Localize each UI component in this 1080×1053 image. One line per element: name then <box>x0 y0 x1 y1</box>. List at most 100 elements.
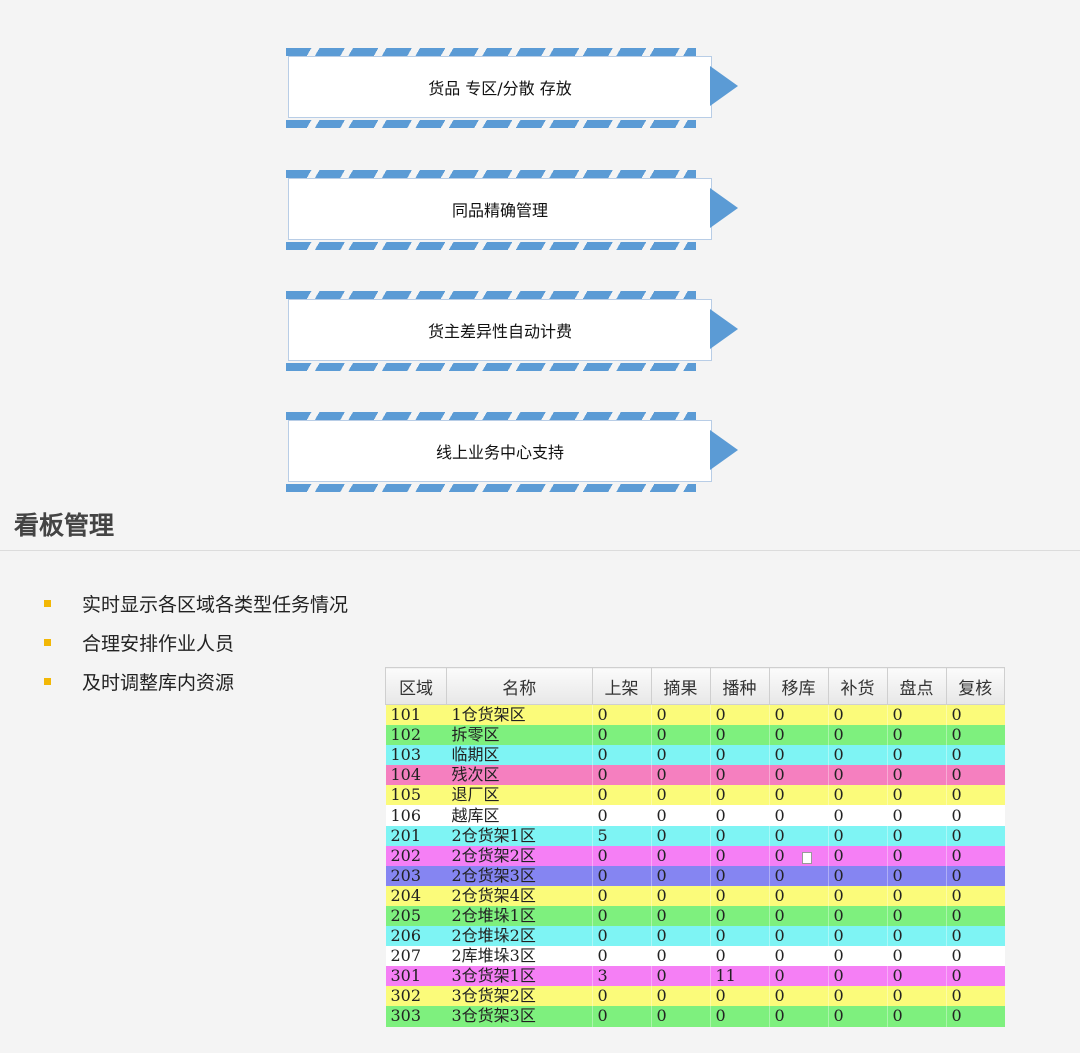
bullet-list: 实时显示各区域各类型任务情况 合理安排作业人员 及时调整库内资源 <box>44 584 348 701</box>
stripe-decoration <box>286 48 696 56</box>
table-cell: 0 <box>945 745 1005 766</box>
table-cell: 103 <box>390 745 422 765</box>
table-header-row: 区域 名称 上架 摘果 播种 移库 补货 盘点 复核 <box>385 667 1005 705</box>
table-cell: 2仓货架3区 <box>451 865 536 885</box>
table-cell: 301 <box>390 966 422 986</box>
column-header[interactable]: 名称 <box>446 667 593 705</box>
table-cell: 3仓货架3区 <box>451 1006 536 1026</box>
table-cell: 0 <box>945 765 1005 786</box>
column-header[interactable]: 区域 <box>385 667 447 705</box>
table-cell: 0 <box>768 725 828 746</box>
column-header[interactable]: 补货 <box>827 667 888 705</box>
table-cell: 0 <box>650 885 710 906</box>
table-cell: 0 <box>945 845 1005 866</box>
bullet-square-icon <box>44 639 51 646</box>
feature-box: 同品精确管理 <box>288 178 712 240</box>
table-cell: 0 <box>945 1006 1005 1027</box>
column-header[interactable]: 复核 <box>945 667 1005 705</box>
table-cell: 0 <box>768 926 828 947</box>
arrow-right-icon <box>710 309 738 349</box>
table-cell: 205 <box>390 905 422 925</box>
table-cell: 0 <box>709 926 769 947</box>
stripe-decoration <box>286 412 696 420</box>
table-cell: 0 <box>886 966 946 987</box>
table-cell: 0 <box>886 805 946 826</box>
table-cell: 拆零区 <box>451 725 500 745</box>
table-cell: 0 <box>945 986 1005 1007</box>
table-cell: 0 <box>591 785 651 806</box>
table-cell: 0 <box>827 926 887 947</box>
column-header[interactable]: 播种 <box>709 667 770 705</box>
table-cell: 0 <box>768 785 828 806</box>
table-cell: 0 <box>709 785 769 806</box>
bullet-text: 合理安排作业人员 <box>82 633 235 655</box>
table-cell: 0 <box>591 905 651 927</box>
table-cell: 106 <box>390 805 422 825</box>
table-cell: 0 <box>591 986 651 1007</box>
table-cell: 0 <box>709 986 769 1007</box>
feature-label: 货品 专区/分散 存放 <box>428 79 572 98</box>
table-cell: 0 <box>650 926 710 947</box>
table-cell: 0 <box>650 704 710 726</box>
table-cell: 0 <box>886 785 946 806</box>
table-cell: 0 <box>591 865 651 886</box>
column-header[interactable]: 移库 <box>768 667 829 705</box>
table-cell: 0 <box>591 704 651 726</box>
table-cell: 0 <box>945 966 1005 987</box>
feature-label: 同品精确管理 <box>451 201 548 220</box>
table-cell: 0 <box>709 885 769 906</box>
table-cell: 303 <box>390 1006 422 1026</box>
column-header[interactable]: 摘果 <box>650 667 711 705</box>
column-header[interactable]: 上架 <box>591 667 652 705</box>
table-cell: 0 <box>768 966 828 987</box>
table-cell: 2库堆垛3区 <box>451 946 536 966</box>
table-cell: 0 <box>768 905 828 927</box>
table-cell: 3 <box>591 966 651 987</box>
table-cell: 0 <box>650 946 710 967</box>
table-cell: 0 <box>827 805 887 826</box>
table-cell: 0 <box>886 745 946 766</box>
feature-label: 线上业务中心支持 <box>435 443 564 462</box>
table-cell: 0 <box>827 885 887 906</box>
table-cell: 207 <box>390 946 422 966</box>
feature-4: 线上业务中心支持 <box>286 412 738 492</box>
table-cell: 0 <box>709 946 769 967</box>
table-cell: 0 <box>768 1006 828 1027</box>
table-cell: 0 <box>709 704 769 726</box>
table-cell: 0 <box>591 1006 651 1027</box>
bullet-item: 实时显示各区域各类型任务情况 <box>44 584 348 623</box>
table-cell: 2仓货架4区 <box>451 885 536 905</box>
table-cell: 0 <box>709 765 769 786</box>
table-cell: 0 <box>591 765 651 786</box>
table-cell: 0 <box>768 704 828 726</box>
column-header[interactable]: 盘点 <box>886 667 947 705</box>
table-cell: 0 <box>709 725 769 746</box>
table-cell: 0 <box>945 926 1005 947</box>
table-cell: 0 <box>591 845 651 866</box>
table-cell: 0 <box>945 785 1005 806</box>
table-cell: 0 <box>709 1006 769 1027</box>
table-cell: 0 <box>650 725 710 746</box>
table-cell: 0 <box>768 865 828 886</box>
bullet-square-icon <box>44 678 51 685</box>
table-cell: 102 <box>390 725 422 745</box>
table-cell: 0 <box>945 805 1005 826</box>
table-cell: 0 <box>768 885 828 906</box>
